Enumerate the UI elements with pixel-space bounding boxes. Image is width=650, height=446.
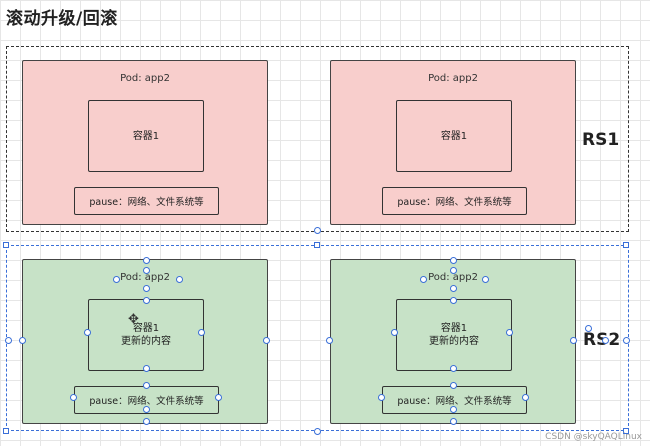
resize-handle[interactable]: [142, 417, 150, 425]
pod-title: Pod: app2: [428, 73, 478, 84]
container-box[interactable]: 容器1: [88, 100, 204, 172]
resize-handle[interactable]: [214, 393, 222, 401]
pod-title: Pod: app2: [120, 73, 170, 84]
rs1-label: RS1: [582, 130, 620, 150]
resize-handle[interactable]: [521, 393, 529, 401]
container-box[interactable]: 容器1 更新的内容: [88, 299, 204, 371]
corner-handle[interactable]: [3, 428, 9, 434]
resize-handle[interactable]: [449, 266, 457, 274]
resize-handle[interactable]: [505, 328, 513, 336]
pause-box[interactable]: pause：网络、文件系统等: [382, 187, 527, 215]
resize-handle[interactable]: [197, 328, 205, 336]
pause-label: pause：网络、文件系统等: [397, 197, 512, 208]
container-label: 容器1: [440, 130, 468, 142]
resize-handle[interactable]: [449, 381, 457, 389]
container-label: 容器1: [440, 323, 468, 334]
resize-handle[interactable]: [584, 324, 592, 332]
resize-handle[interactable]: [142, 256, 150, 264]
resize-handle[interactable]: [449, 296, 457, 304]
resize-handle[interactable]: [569, 336, 577, 344]
resize-handle[interactable]: [419, 275, 427, 283]
resize-handle[interactable]: [4, 336, 12, 344]
resize-handle[interactable]: [142, 284, 150, 292]
resize-handle[interactable]: [142, 266, 150, 274]
pod-title: Pod: app2: [120, 272, 170, 283]
container-label: 容器1: [132, 130, 160, 142]
resize-handle[interactable]: [313, 226, 321, 234]
resize-handle[interactable]: [390, 328, 398, 336]
resize-handle[interactable]: [622, 336, 630, 344]
move-cursor-icon: ✥: [128, 312, 139, 327]
pause-label: pause：网络、文件系统等: [397, 396, 512, 407]
resize-handle[interactable]: [449, 284, 457, 292]
corner-handle[interactable]: [3, 242, 9, 248]
pod-title: Pod: app2: [428, 272, 478, 283]
resize-handle[interactable]: [142, 381, 150, 389]
rs2-pod-2[interactable]: Pod: app2 容器1 更新的内容 pause：网络、文件系统等: [330, 259, 576, 424]
resize-handle[interactable]: [142, 405, 150, 413]
resize-handle[interactable]: [601, 336, 609, 344]
corner-handle[interactable]: [314, 242, 320, 248]
resize-handle[interactable]: [449, 405, 457, 413]
pause-label: pause：网络、文件系统等: [89, 197, 204, 208]
pause-label: pause：网络、文件系统等: [89, 396, 204, 407]
resize-handle[interactable]: [325, 336, 333, 344]
resize-handle[interactable]: [449, 417, 457, 425]
corner-handle[interactable]: [623, 242, 629, 248]
resize-handle[interactable]: [449, 364, 457, 372]
resize-handle[interactable]: [262, 336, 270, 344]
resize-handle[interactable]: [69, 393, 77, 401]
rs2-pod-1[interactable]: Pod: app2 容器1 更新的内容 pause：网络、文件系统等: [22, 259, 268, 424]
rs1-pod-2[interactable]: Pod: app2 容器1 pause：网络、文件系统等: [330, 60, 576, 225]
resize-handle[interactable]: [449, 256, 457, 264]
diagram-title: 滚动升级/回滚: [6, 9, 118, 29]
resize-handle[interactable]: [142, 364, 150, 372]
container-update-label: 更新的内容: [121, 336, 171, 347]
resize-handle[interactable]: [377, 393, 385, 401]
resize-handle[interactable]: [83, 328, 91, 336]
rs1-pod-1[interactable]: Pod: app2 容器1 pause：网络、文件系统等: [22, 60, 268, 225]
resize-handle[interactable]: [481, 275, 489, 283]
resize-handle[interactable]: [18, 336, 26, 344]
resize-handle[interactable]: [142, 296, 150, 304]
resize-handle[interactable]: [175, 275, 183, 283]
watermark: CSDN @skyQAQLinux: [545, 432, 642, 442]
resize-handle[interactable]: [112, 275, 120, 283]
corner-handle[interactable]: [623, 428, 629, 434]
container-label: 容器1: [132, 323, 160, 334]
pause-box[interactable]: pause：网络、文件系统等: [74, 187, 219, 215]
container-box[interactable]: 容器1 更新的内容: [396, 299, 512, 371]
container-update-label: 更新的内容: [429, 336, 479, 347]
resize-handle[interactable]: [313, 427, 321, 435]
container-box[interactable]: 容器1: [396, 100, 512, 172]
